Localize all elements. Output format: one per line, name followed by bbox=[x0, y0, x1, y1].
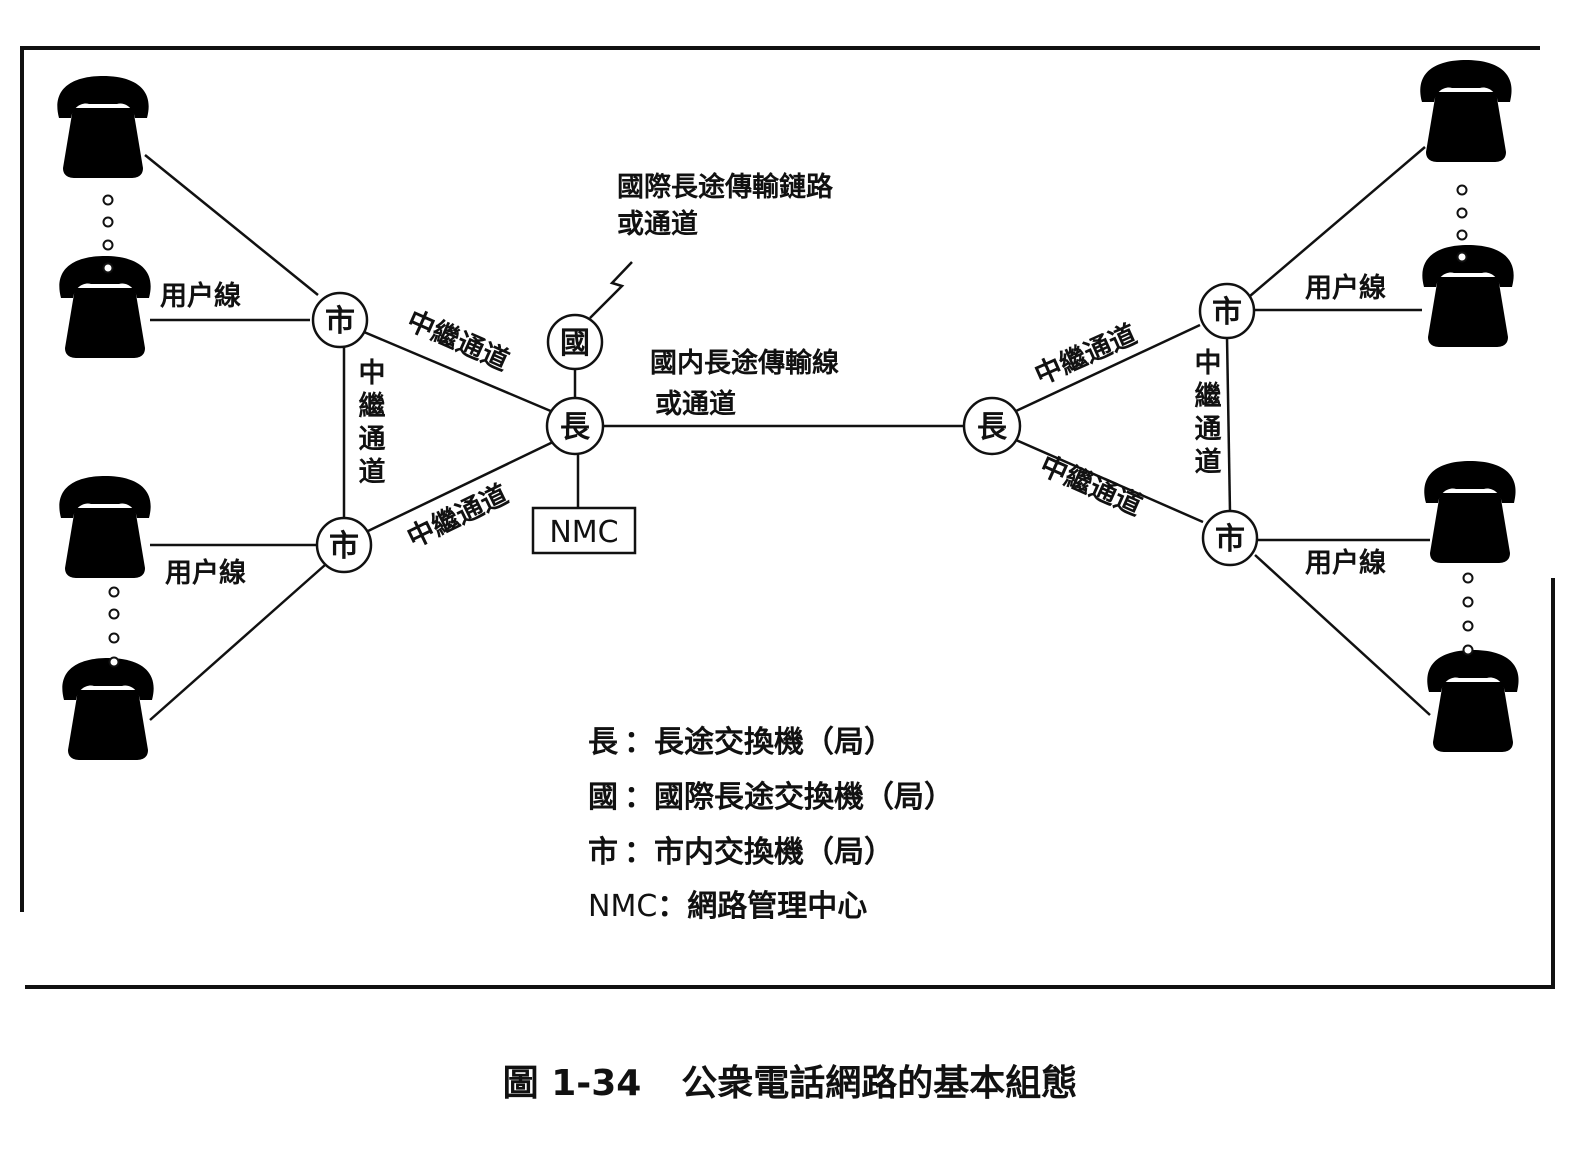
international-exchange: 國 bbox=[546, 313, 604, 371]
ellipsis-dots-icon bbox=[1456, 184, 1468, 263]
wire-phone-br2 bbox=[1254, 554, 1431, 716]
wire-intl-link bbox=[589, 261, 633, 319]
domestic-link-label-line2: 或通道 bbox=[655, 388, 736, 420]
trunk-label-right-upper: 中繼通道 bbox=[1030, 318, 1142, 391]
subscriber-line-label: 用户線 bbox=[160, 280, 241, 312]
wire-local-toll-upper bbox=[363, 330, 554, 414]
legend-item: 市：市内交換機（局） bbox=[588, 835, 894, 870]
telephone-icon bbox=[59, 476, 151, 578]
subscriber-line-label: 用户線 bbox=[1305, 272, 1386, 304]
svg-text:市: 市 bbox=[1212, 295, 1242, 330]
svg-text:市: 市 bbox=[329, 529, 359, 564]
frame bbox=[20, 46, 1555, 989]
svg-text:市: 市 bbox=[325, 304, 355, 339]
intl-link-label-line1: 國際長途傳輸鏈路 bbox=[617, 171, 834, 203]
trunk-label-vertical-right: 中繼通道 bbox=[1190, 348, 1222, 480]
legend-item: 長：長途交換機（局） bbox=[588, 725, 894, 760]
nmc-box: NMC bbox=[531, 506, 637, 555]
figure-number: 圖 1-34 bbox=[503, 1063, 642, 1104]
legend-item: NMC：網路管理中心 bbox=[588, 889, 867, 924]
svg-text:NMC: NMC bbox=[549, 515, 618, 550]
telephone-icon bbox=[1422, 245, 1514, 347]
subscriber-line-label: 用户線 bbox=[165, 557, 246, 589]
ellipsis-dots-icon bbox=[1462, 572, 1474, 656]
wire-phone-bl2 bbox=[149, 564, 326, 721]
legend-item: 國：國際長途交換機（局） bbox=[588, 780, 954, 815]
svg-text:國: 國 bbox=[560, 326, 590, 361]
wire-local-local-right bbox=[1225, 336, 1232, 513]
wires bbox=[144, 146, 1431, 721]
subscriber-line-label: 用户線 bbox=[1305, 547, 1386, 579]
trunk-label-left-upper: 中繼通道 bbox=[402, 304, 514, 377]
trunk-label-left-lower: 中繼通道 bbox=[402, 478, 513, 554]
local-exchange-right-top: 市 bbox=[1198, 282, 1256, 340]
domestic-link-label-line1: 國内長途傳輸線 bbox=[650, 347, 839, 379]
telephone-icon bbox=[1420, 60, 1512, 162]
wire-toll-local-upper bbox=[1015, 323, 1201, 413]
legend: 長：長途交換機（局） 國：國際長途交換機（局） 市：市内交換機（局） NMC：網… bbox=[588, 725, 954, 924]
local-exchange-left-top: 市 bbox=[311, 291, 369, 349]
trunk-label-right-lower: 中繼通道 bbox=[1035, 449, 1147, 522]
wire-toll-local-lower bbox=[1015, 438, 1204, 524]
trunk-label-vertical-left: 中繼通道 bbox=[354, 358, 386, 490]
intl-link-label-line2: 或通道 bbox=[617, 208, 698, 240]
figure-caption: 圖 1-34 公衆電話網路的基本組態 bbox=[503, 1063, 1078, 1104]
telephone-icon bbox=[62, 658, 154, 760]
svg-text:長: 長 bbox=[560, 410, 591, 445]
figure-title: 公衆電話網路的基本組態 bbox=[681, 1063, 1077, 1104]
ellipsis-dots-icon bbox=[102, 194, 114, 274]
toll-exchange-right: 長 bbox=[962, 396, 1022, 456]
ellipsis-dots-icon bbox=[108, 586, 120, 668]
telephone-icon bbox=[1427, 650, 1519, 752]
wire-phone-tr bbox=[1249, 146, 1426, 297]
local-exchange-left-bottom: 市 bbox=[315, 516, 373, 574]
telephone-icon bbox=[57, 76, 149, 178]
local-exchange-right-bottom: 市 bbox=[1201, 509, 1259, 567]
toll-exchange-left: 長 bbox=[545, 396, 605, 456]
telephone-icon bbox=[1424, 461, 1516, 563]
svg-text:市: 市 bbox=[1215, 522, 1245, 557]
wire-local-toll-lower bbox=[365, 440, 554, 534]
wire-phone-tl bbox=[144, 154, 319, 296]
svg-text:長: 長 bbox=[977, 410, 1008, 445]
